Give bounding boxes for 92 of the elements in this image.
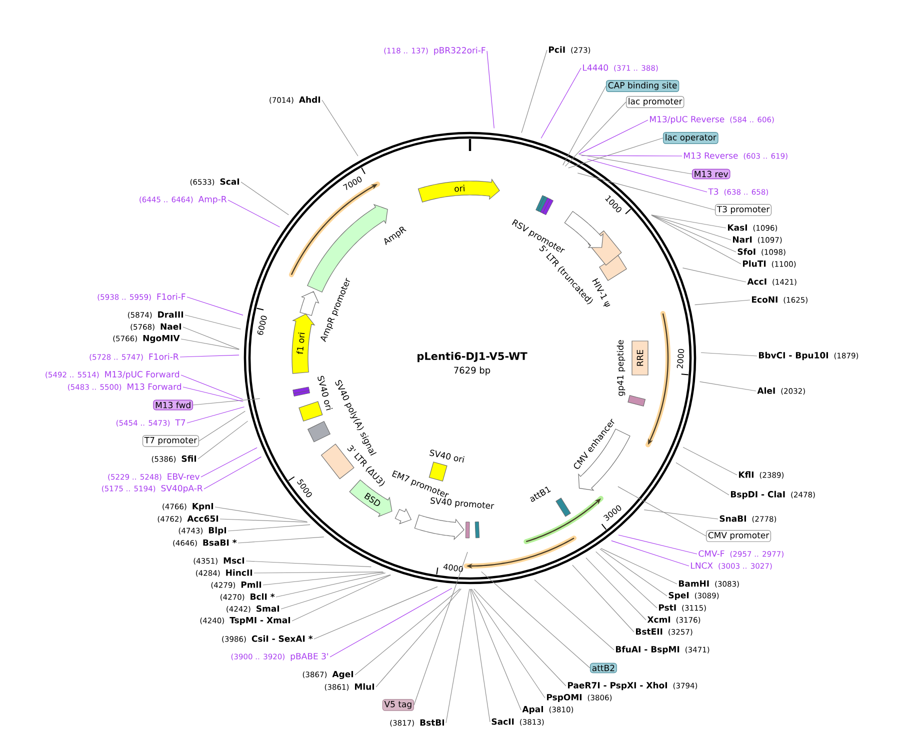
feature-label: attB2 <box>590 662 617 674</box>
leader-line <box>521 50 548 134</box>
leader-line <box>322 100 358 156</box>
leader-line <box>292 574 391 622</box>
leader-line <box>198 410 246 442</box>
leader-line <box>354 588 460 676</box>
feature-label: T3 promoter <box>715 204 772 216</box>
feature-label: M13 fwd <box>153 400 193 410</box>
leader-line <box>700 352 758 356</box>
leader-line <box>262 572 384 586</box>
leader-line <box>376 588 462 688</box>
feature-label: V5 tag <box>382 699 414 711</box>
leader-line <box>572 564 634 632</box>
node-label: gp41 peptide <box>616 340 626 396</box>
tick-label: 7000 <box>342 176 362 190</box>
leader-line <box>651 214 736 252</box>
leader-line <box>644 510 718 520</box>
feature-label: CAP binding site <box>606 80 680 92</box>
leader-line <box>446 588 470 724</box>
leader-line <box>204 456 262 490</box>
feature-label: T7 promoter <box>142 435 199 447</box>
leader-line <box>280 574 391 610</box>
leader-line <box>534 580 614 650</box>
leader-line <box>180 338 240 350</box>
leader-line <box>581 155 682 156</box>
leader-line <box>540 68 582 139</box>
node-label: SV40 promoter <box>430 497 494 509</box>
leader-line <box>228 200 280 228</box>
leader-line <box>676 462 730 496</box>
leader-line <box>587 158 708 192</box>
leader-line <box>486 50 494 129</box>
leader-line <box>246 560 372 568</box>
leader-line <box>238 536 324 544</box>
feature-box: SV40 ori <box>298 376 333 422</box>
feature-label: M13 rev <box>692 168 730 180</box>
feature-label: lac operator <box>663 132 718 144</box>
feature-arc: ori <box>418 178 500 202</box>
leader-line <box>276 572 386 598</box>
node-label: SV40 ori <box>429 450 464 463</box>
leader-line <box>651 214 726 228</box>
tick-label: 2000 <box>676 349 684 368</box>
leader-line <box>596 551 658 608</box>
leader-line <box>577 172 716 210</box>
leader-line <box>579 154 692 174</box>
leader-line <box>470 588 522 710</box>
leader-line <box>682 446 738 476</box>
leader-line <box>682 268 746 282</box>
leader-line <box>694 300 750 306</box>
plasmid-size: 7629 bp <box>454 366 490 376</box>
leader-line <box>700 381 756 392</box>
leader-line <box>652 215 742 264</box>
leader-line <box>618 486 706 536</box>
leader-line <box>192 398 260 406</box>
leader-line <box>618 534 698 554</box>
leader-line <box>186 406 245 424</box>
leader-line <box>314 586 438 640</box>
feature-arc: f1 ori <box>292 314 316 374</box>
leader-line <box>182 386 244 402</box>
leader-line <box>568 138 664 168</box>
node-label: SV40 ori <box>318 376 333 410</box>
leader-line <box>600 548 678 584</box>
feature-box: RRE <box>632 340 648 376</box>
leader-line <box>200 447 258 478</box>
leader-line <box>198 420 248 460</box>
leader-line <box>471 588 546 698</box>
tick-label: 4000 <box>443 564 463 572</box>
leader-line <box>564 102 626 167</box>
feature-label: lac promoter <box>626 96 684 108</box>
leader-line <box>220 518 308 522</box>
leader-line <box>180 354 240 358</box>
leader-line <box>184 314 242 330</box>
tick-label: 6000 <box>257 316 267 335</box>
leader-line <box>470 588 490 722</box>
leader-line <box>228 524 310 532</box>
leader-line <box>651 214 732 240</box>
leader-line <box>214 506 308 522</box>
leader-line <box>180 374 244 400</box>
leader-line <box>474 588 566 686</box>
leader-line <box>182 326 240 350</box>
leader-line <box>240 182 289 216</box>
leader-line <box>600 548 668 596</box>
leader-line <box>586 557 646 620</box>
leader-line <box>330 588 452 658</box>
leader-line <box>562 86 606 166</box>
leader-line <box>611 540 690 566</box>
plasmid-name: pLenti6-DJ1-V5-WT <box>418 352 528 362</box>
feature-label: CMV promoter <box>706 530 772 542</box>
leader-line <box>414 552 468 706</box>
leader-line <box>254 572 384 574</box>
leader-line <box>578 120 648 154</box>
leader-line <box>481 571 590 668</box>
leader-line <box>186 296 244 316</box>
